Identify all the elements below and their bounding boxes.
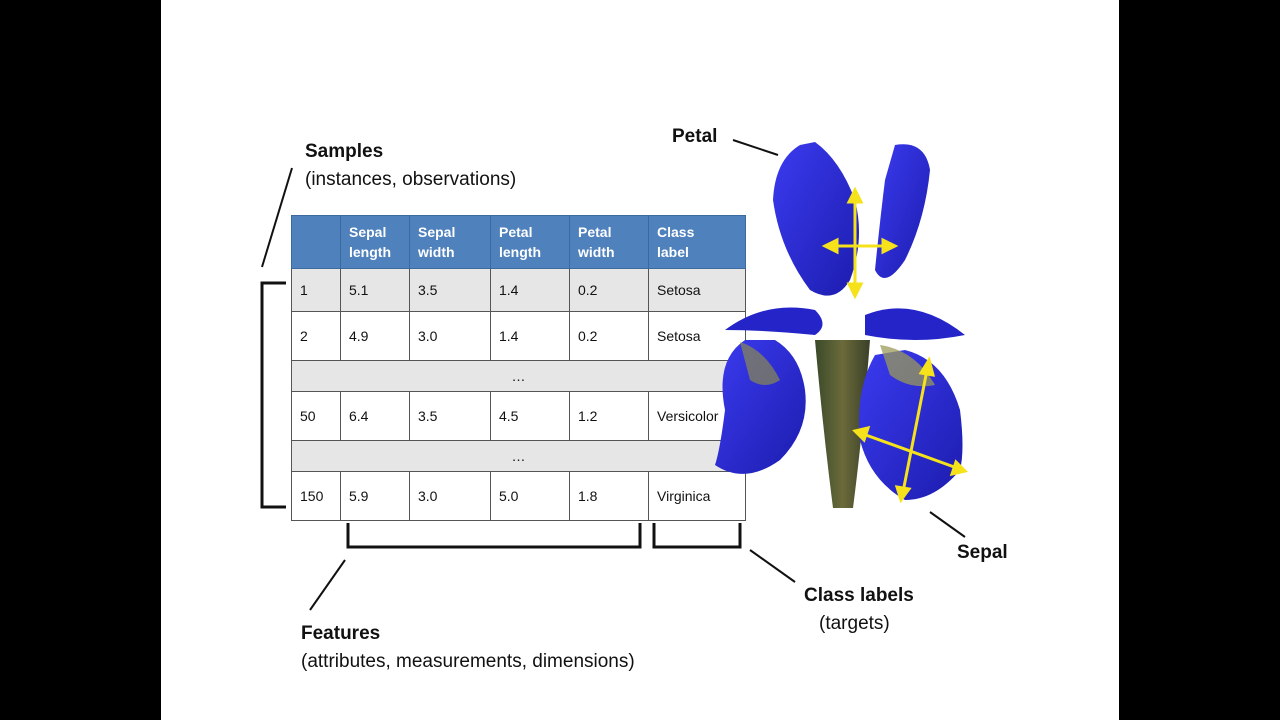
cell: 6.4 (340, 391, 410, 441)
iris-flower-illustration (715, 142, 968, 508)
cell: 1.8 (569, 471, 649, 521)
samples-pointer-line (261, 167, 293, 268)
cell: 1.4 (490, 268, 570, 312)
sepal-length-arrow (901, 369, 929, 493)
header-sepal-width: Sepal width (409, 215, 491, 269)
cell: 5.0 (490, 471, 570, 521)
table-row: 150 5.9 3.0 5.0 1.8 Virginica (291, 471, 746, 521)
sepal-width-arrow (862, 432, 958, 470)
table-row: 2 4.9 3.0 1.4 0.2 Setosa (291, 311, 746, 361)
samples-bracket (260, 281, 286, 509)
header-text: Sepal (418, 224, 456, 240)
cell: 0.2 (569, 268, 649, 312)
arrowhead (918, 356, 936, 377)
table-ellipsis-row: … (291, 440, 746, 472)
header-text: Petal (578, 224, 612, 240)
arrowhead (949, 459, 968, 477)
arrowhead (852, 425, 871, 443)
header-petal-width: Petal width (569, 215, 649, 269)
cell: 50 (291, 391, 341, 441)
petal-pointer-line (732, 139, 779, 156)
header-sepal-length: Sepal length (340, 215, 410, 269)
cell: 3.0 (409, 311, 491, 361)
sepal-arrows (852, 356, 968, 504)
header-text: length (499, 244, 541, 260)
right-sepal-vein (880, 345, 935, 387)
petal-label: Petal (672, 126, 718, 147)
cell: 4.9 (340, 311, 410, 361)
table-ellipsis-row: … (291, 360, 746, 392)
features-subtitle: (attributes, measurements, dimensions) (301, 651, 635, 672)
cell: 3.5 (409, 391, 491, 441)
class-labels-subtitle: (targets) (819, 613, 890, 634)
flower-stem (815, 340, 870, 508)
ellipsis-cell: … (291, 440, 746, 472)
header-class-label: Class label (648, 215, 746, 269)
features-title: Features (301, 623, 381, 644)
cell: 5.1 (340, 268, 410, 312)
samples-subtitle: (instances, observations) (305, 169, 517, 190)
header-text: width (578, 244, 615, 260)
left-sepal (715, 340, 806, 474)
class-labels-title: Class labels (804, 585, 914, 606)
header-text: label (657, 244, 689, 260)
cell: 3.5 (409, 268, 491, 312)
header-text: Class (657, 224, 695, 240)
cell: 1.2 (569, 391, 649, 441)
arrowhead (894, 485, 912, 504)
table-row: 1 5.1 3.5 1.4 0.2 Setosa (291, 268, 746, 312)
table-row: 50 6.4 3.5 4.5 1.2 Versicolor (291, 391, 746, 441)
cell: 3.0 (409, 471, 491, 521)
left-sepal-vein (740, 342, 780, 385)
arrowhead (881, 237, 899, 255)
cell: 150 (291, 471, 341, 521)
arrowhead (821, 237, 839, 255)
samples-title: Samples (305, 141, 384, 162)
left-petal (773, 142, 859, 296)
cell: Setosa (648, 311, 746, 361)
class-labels-bracket (652, 523, 742, 549)
header-index (291, 215, 341, 269)
class-labels-pointer-line (749, 549, 796, 583)
header-text: Petal (499, 224, 533, 240)
table-header-row: Sepal length Sepal width Petal length Petal… (291, 215, 746, 269)
right-sepal (859, 350, 963, 500)
cell: 5.9 (340, 471, 410, 521)
sepal-label: Sepal (957, 542, 1008, 563)
arrowhead (846, 282, 864, 300)
arrowhead (846, 186, 864, 204)
right-petal (875, 144, 930, 278)
header-text: Sepal (349, 224, 387, 240)
cell: 4.5 (490, 391, 570, 441)
features-bracket (346, 523, 642, 549)
cell: 1 (291, 268, 341, 312)
sepal-pointer-line (929, 511, 966, 538)
header-text: length (349, 244, 391, 260)
iris-data-table: Sepal length Sepal width Petal length Petal… (291, 215, 746, 521)
cell: Virginica (648, 471, 746, 521)
cell: 2 (291, 311, 341, 361)
ellipsis-cell: … (291, 360, 746, 392)
cell: 1.4 (490, 311, 570, 361)
features-pointer-line (309, 559, 346, 611)
right-style-arm (865, 308, 965, 340)
cell: 0.2 (569, 311, 649, 361)
header-text: width (418, 244, 455, 260)
left-style-arm (725, 307, 823, 335)
header-petal-length: Petal length (490, 215, 570, 269)
petal-arrows (821, 186, 899, 300)
